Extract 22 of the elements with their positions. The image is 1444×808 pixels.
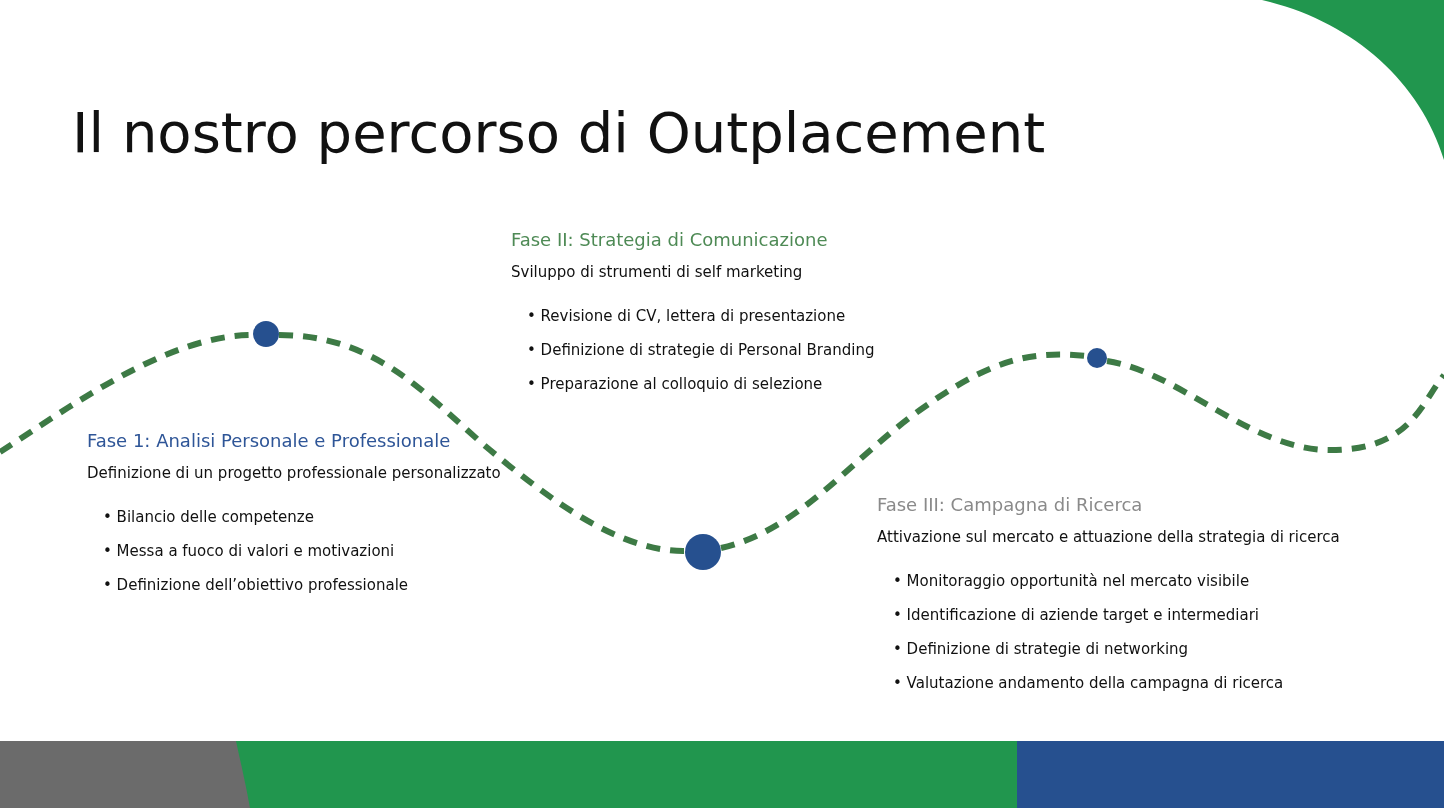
timeline-dot	[1087, 348, 1107, 368]
timeline-dot	[253, 321, 279, 347]
phase-description: Attivazione sul mercato e attuazione della strategia di ricerca	[877, 527, 1341, 548]
bullet-item: • Messa a fuoco di valori e motivazioni	[103, 541, 396, 562]
bullet-item: • Valutazione andamento della campagna di ricerca	[893, 673, 1285, 694]
dashed-path	[1106, 358, 1444, 453]
bullet-item: • Definizione dell’obiettivo professionale	[103, 575, 410, 596]
phase-heading: Fase III: Campagna di Ricerca	[877, 494, 1144, 515]
bullet-item: • Bilancio delle competenze	[103, 507, 315, 528]
bullet-item: • Monitoraggio opportunità nel mercato visibile	[893, 571, 1251, 592]
bullet-item: • Definizione di strategie di Personal Branding	[527, 340, 876, 361]
bullet-item: • Identificazione di aziende target e intermediari	[893, 605, 1260, 626]
dashed-path	[278, 332, 686, 554]
phase-heading: Fase 1: Analisi Personale e Professionale	[87, 430, 452, 451]
bullet-item: • Preparazione al colloquio di selezione	[527, 374, 824, 395]
bullet-item: • Definizione di strategie di networking	[893, 639, 1190, 660]
timeline-dot	[685, 534, 721, 570]
phase-description: Definizione di un progetto professionale personalizzato	[87, 463, 502, 484]
bullet-item: • Revisione di CV, lettera di presentazione	[527, 306, 847, 327]
phase-description: Sviluppo di strumenti di self marketing	[511, 262, 804, 283]
phase-heading: Fase II: Strategia di Comunicazione	[511, 229, 829, 250]
slide-title: Il nostro percorso di Outplacement	[72, 100, 1046, 165]
